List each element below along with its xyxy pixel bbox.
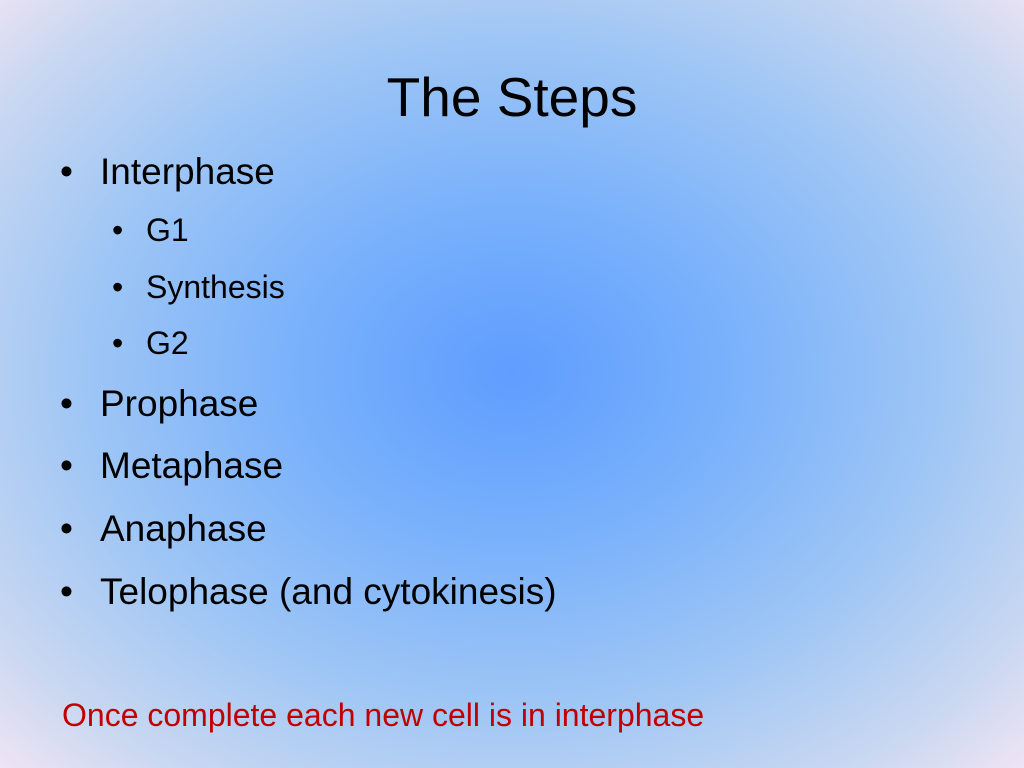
bullet-text: Anaphase [100, 508, 267, 549]
bullet-text: Synthesis [146, 269, 285, 305]
bullet-icon: • [60, 151, 73, 192]
bullet-icon: • [112, 269, 124, 305]
bullet-text: G2 [146, 325, 189, 361]
bullet-icon: • [60, 445, 73, 486]
bullet-text: Telophase (and cytokinesis) [100, 571, 557, 612]
bullet-icon: • [112, 212, 124, 248]
bullet-icon: • [60, 508, 73, 549]
footnote-text: Once complete each new cell is in interp… [62, 697, 705, 733]
bullet-text: G1 [146, 212, 189, 248]
bullet-text: Prophase [100, 383, 259, 424]
slide-title: The Steps [386, 66, 638, 128]
bullet-icon: • [112, 325, 124, 361]
bullet-icon: • [60, 571, 73, 612]
bullet-text: Metaphase [100, 445, 284, 486]
bullet-icon: • [60, 383, 73, 424]
bullet-text: Interphase [100, 151, 275, 192]
